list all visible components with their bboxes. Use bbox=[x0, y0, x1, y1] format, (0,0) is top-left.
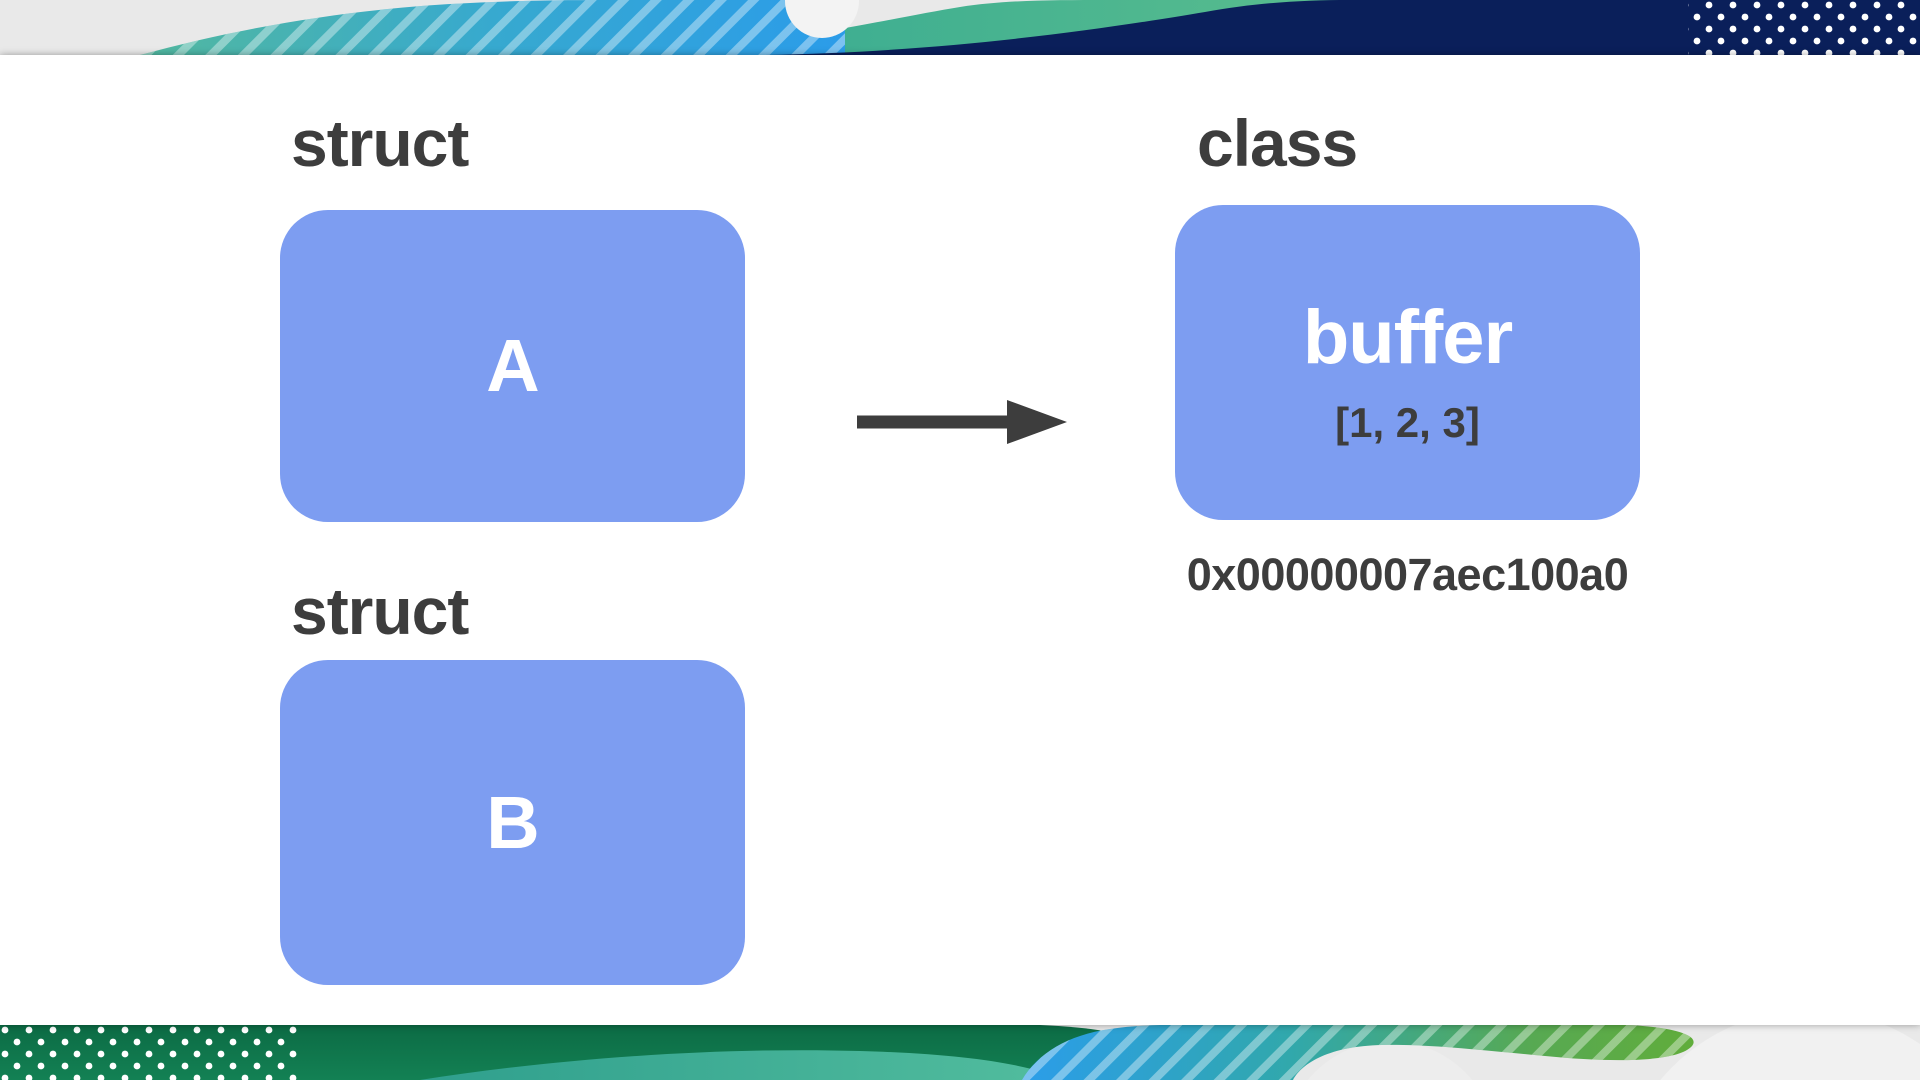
struct-a-box: A bbox=[280, 210, 745, 522]
bottom-band-gray-circle bbox=[1307, 1041, 1473, 1080]
bottom-band-teal-wave bbox=[420, 1050, 1065, 1080]
bottom-band-striped-wave-stripes bbox=[1022, 1025, 1694, 1080]
class-memory-address: 0x00000007aec100a0 bbox=[1186, 549, 1629, 600]
top-band-white-circle-accent bbox=[785, 0, 859, 38]
struct-b-name: B bbox=[486, 780, 539, 864]
bottom-decor-band bbox=[0, 1025, 1920, 1080]
slide-content-card: struct A struct B class buffer [1, 2, 3]… bbox=[0, 55, 1920, 1025]
top-band-navy-wave bbox=[765, 0, 1920, 55]
top-band-striped-wave-stripes bbox=[140, 0, 845, 55]
class-type-label: class bbox=[1197, 106, 1358, 180]
bottom-band-corner-circle bbox=[1660, 1025, 1920, 1080]
top-band-polkadots bbox=[1688, 0, 1920, 55]
struct-a-type-label: struct bbox=[291, 106, 469, 180]
top-decor-band bbox=[0, 0, 1920, 55]
struct-b-box: B bbox=[280, 660, 745, 985]
bottom-band-polkadots bbox=[0, 1025, 300, 1080]
arrow-right-icon bbox=[857, 400, 1067, 444]
struct-a-name: A bbox=[486, 324, 539, 407]
struct-b-type-label: struct bbox=[291, 574, 469, 648]
class-box: buffer [1, 2, 3] bbox=[1175, 205, 1640, 520]
class-name: buffer bbox=[1302, 294, 1513, 380]
class-contents: [1, 2, 3] bbox=[1335, 398, 1480, 446]
